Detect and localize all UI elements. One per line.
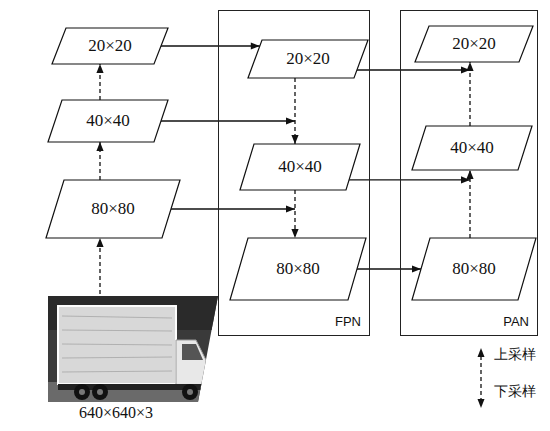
input-size-label: 640×640×3 [46,404,186,422]
sampling-arrow [291,78,298,144]
sampling-arrow [466,170,473,238]
parallelogram-shape [240,144,360,190]
sampling-arrow [96,142,103,180]
sampling-arrow [466,62,473,126]
connector-line [469,62,470,126]
connector-line [469,170,470,238]
connector-line [357,69,470,70]
feature-map-box: 20×20 [248,40,368,78]
feature-map-box: 20×20 [52,28,168,64]
lateral-arrow [171,205,295,212]
arrow-head [286,117,295,124]
parallelogram-shape [412,238,536,300]
input-image: 640×640×3 [46,294,218,402]
feature-size-label: 40×40 [86,112,130,131]
connector-line [357,268,421,269]
parallelogram-shape [230,238,366,300]
feature-size-label: 20×20 [452,35,496,54]
arrow-head [286,205,295,212]
arrow-head [291,135,298,144]
parallelogram-shape [248,40,368,78]
sampling-arrow [96,64,103,100]
feature-size-label: 40×40 [450,139,494,158]
sampling-arrow [291,190,298,238]
feature-map-box: 20×20 [415,26,533,62]
feature-size-label: 20×20 [88,37,132,56]
lateral-arrow [161,117,295,124]
parallelogram-shape [412,126,532,170]
module-name: PAN [503,314,529,329]
module-frame: PAN 20×20 40×40 80×80 [400,10,538,336]
lateral-arrow [349,176,470,183]
parallelogram-shape [415,26,533,62]
feature-size-label: 40×40 [278,158,322,177]
feature-map-box: 40×40 [412,126,532,170]
arrow-head [466,170,473,179]
arrow-head [291,229,298,238]
feature-map-box: 80×80 [230,238,366,300]
connector-line [171,208,295,209]
connector-line [349,179,470,180]
feature-size-label: 80×80 [91,200,135,219]
module-frame: FPN 20×20 40×40 80×80 [218,10,370,336]
connector-line [161,45,260,46]
feature-map-box: 40×40 [48,100,168,142]
feature-size-label: 80×80 [276,260,320,279]
feature-size-label: 20×20 [286,50,330,69]
parallelogram-shape [52,28,168,64]
lateral-arrow [357,265,421,272]
sampling-arrow [96,238,103,294]
arrow-head [96,238,103,247]
parallelogram-shape [48,100,168,142]
truck-photo [40,290,230,412]
module-name: FPN [335,314,361,329]
arrow-head [96,142,103,151]
legend-label: 上采样 [494,346,536,363]
arrow-head [96,64,103,73]
feature-map-box: 40×40 [240,144,360,190]
connector-line [161,120,295,121]
lateral-arrow [161,42,260,49]
connector-line [294,78,295,144]
lateral-arrow [357,66,470,73]
legend-arrow [478,348,485,408]
feature-map-box: 80×80 [46,180,180,238]
arrow-head [466,62,473,71]
legend-label: 下采样 [494,383,536,400]
parallelogram-shape [46,180,180,238]
feature-map-box: 80×80 [412,238,536,300]
feature-size-label: 80×80 [452,260,496,279]
